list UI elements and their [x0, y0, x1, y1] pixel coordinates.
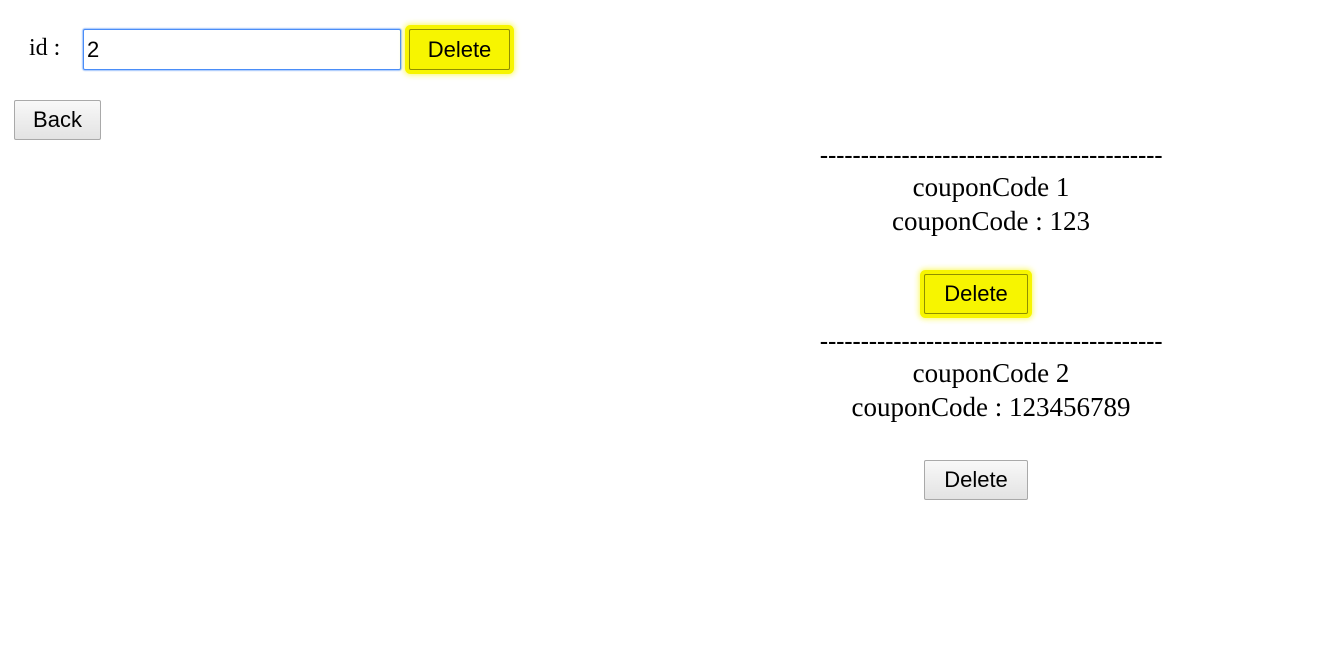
divider: ----------------------------------------… [819, 140, 1163, 170]
id-label: id : [29, 35, 61, 61]
coupon-code: couponCode : 123 [892, 206, 1090, 236]
divider: ----------------------------------------… [819, 326, 1163, 356]
coupon-code: couponCode : 123456789 [851, 392, 1131, 422]
coupon-item: ----------------------------------------… [700, 326, 1282, 512]
coupon-item: ----------------------------------------… [700, 140, 1282, 326]
back-button[interactable]: Back [14, 100, 101, 140]
coupon-delete-button[interactable]: Delete [924, 460, 1028, 500]
id-input[interactable] [83, 29, 401, 70]
delete-by-id-button[interactable]: Delete [409, 29, 510, 70]
coupon-title: couponCode 1 [912, 172, 1070, 202]
coupon-delete-button[interactable]: Delete [924, 274, 1028, 314]
coupon-title: couponCode 2 [912, 358, 1070, 388]
coupon-list: ----------------------------------------… [700, 140, 1282, 512]
